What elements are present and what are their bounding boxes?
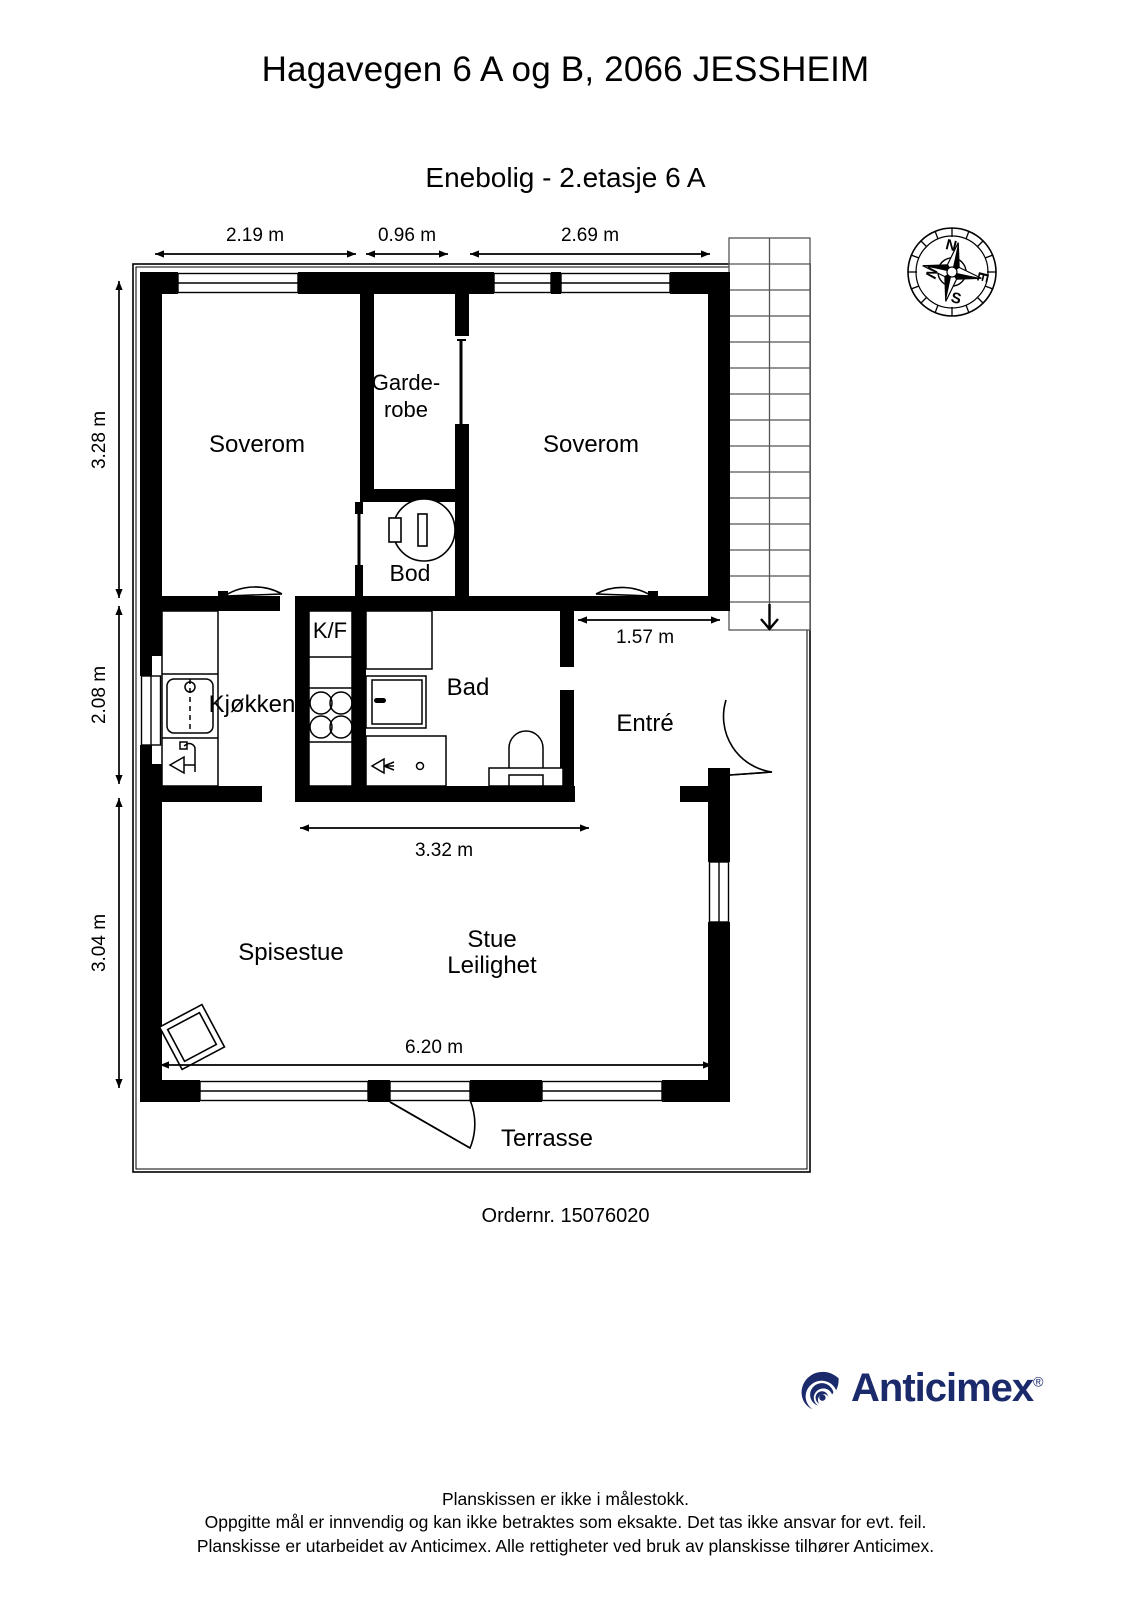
dim-entre-width: 1.57 m [616,627,674,648]
dim-left-upper: 3.28 m [89,411,110,469]
stove-icon [309,691,353,739]
room-label-kf: K/F [313,618,347,643]
compass-west: W [921,262,941,281]
room-label-soverom-right: Soverom [543,431,639,458]
page-title: Hagavegen 6 A og B, 2066 JESSHEIM [261,50,870,89]
bath-fixtures [365,610,564,787]
walls [140,272,730,1102]
compass-north: N [944,236,959,255]
compass-south: S [949,289,963,308]
disclaimer-line-2: Oppgitte mål er innvendig og kan ikke be… [204,1512,927,1533]
registered-mark: ® [1033,1373,1043,1390]
fireplace-icon [158,1003,226,1071]
brand-name-text: Anticimex [851,1366,1034,1410]
page-subtitle: Enebolig - 2.etasje 6 A [425,162,706,193]
disclaimer: Planskissen er ikke i målestokk. Oppgitt… [0,1488,1131,1558]
dim-top-left: 2.19 m [226,225,284,246]
compass-east: E [973,270,992,284]
toilet-icon [488,730,564,787]
room-label-kjokken: Kjøkken [209,691,296,718]
washing-machine-icon [365,675,427,729]
sink-icon [166,678,214,734]
room-label-bad: Bad [447,674,490,701]
disclaimer-line-1: Planskissen er ikke i målestokk. [441,1489,690,1509]
windows [140,272,730,1102]
anticimex-logo: Anticimex® [795,1358,1065,1418]
room-label-bod: Bod [390,560,431,586]
room-label-entre: Entré [616,710,673,737]
room-label-spisestue: Spisestue [238,939,343,966]
room-label-stue-2: Leilighet [447,952,537,979]
dim-stue-upper: 3.32 m [415,840,473,861]
brand-name: Anticimex® [851,1366,1044,1410]
dimension-lines [115,250,720,1088]
room-label-garderobe-2: robe [384,397,428,422]
dim-top-middle: 0.96 m [378,225,436,246]
staircase-icon [728,237,811,631]
dim-left-middle: 2.08 m [89,666,110,724]
shower-icon [365,735,447,787]
disclaimer-line-3: Planskisse er utarbeidet av Anticimex. A… [196,1535,935,1556]
room-label-soverom-left: Soverom [209,431,305,458]
room-label-terrasse: Terrasse [501,1125,593,1152]
room-label-stue-1: Stue [467,926,516,953]
floor-plan: 2.19 m 0.96 m 2.69 m 3.28 m 2.08 m 3.04 … [89,225,997,1173]
doors [218,339,773,1150]
kitchen-fixtures [161,610,353,787]
dim-left-lower: 3.04 m [89,914,110,972]
terrace-boundary [132,263,811,1173]
dim-stue-width: 6.20 m [405,1037,463,1058]
compass-rose-icon: N E S W [907,227,997,317]
order-number: Ordernr. 15076020 [481,1205,650,1227]
faucet-icon [168,741,196,775]
dim-top-right: 2.69 m [561,225,619,246]
room-label-garderobe-1: Garde- [372,370,440,395]
spiral-mark-icon [801,1371,839,1410]
water-heater-icon [388,498,456,562]
